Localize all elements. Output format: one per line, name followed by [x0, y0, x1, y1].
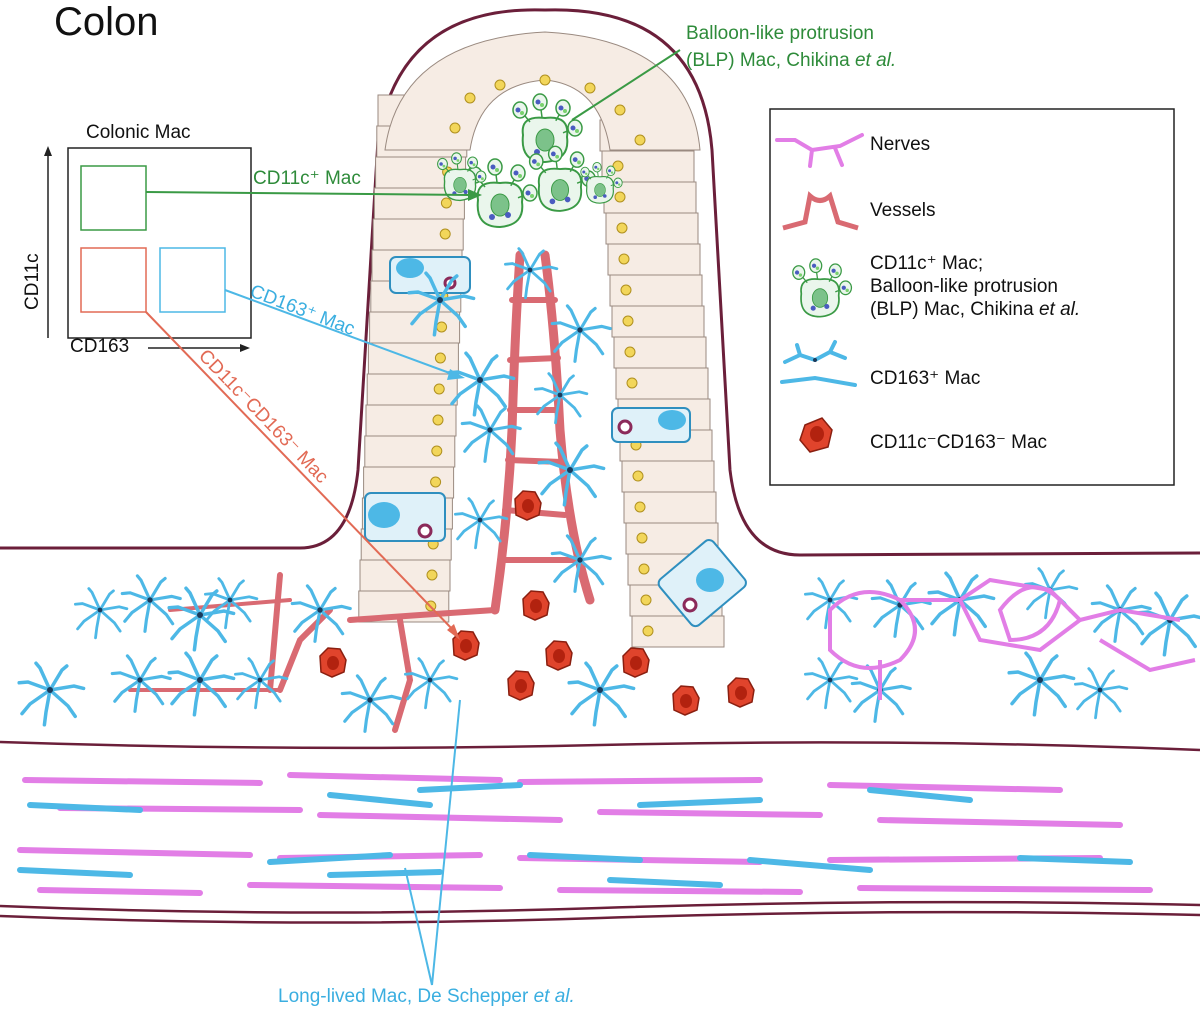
blp-callout-line1: Balloon-like protrusion: [686, 23, 874, 44]
long-lived-mac-label: Long-lived Mac, De Schepper et al.: [278, 986, 575, 1007]
legend-label-cd11c: CD11c⁺ Mac; Balloon-like protrusion (BLP…: [870, 253, 1081, 320]
cd11c-mac-label: CD11c⁺ Mac: [253, 168, 361, 189]
legend-cd163-swatch: [780, 340, 857, 387]
gating-plot-title: Colonic Mac: [86, 122, 191, 143]
serosa-boundary-1: [0, 900, 1200, 914]
submucosa-nerves: [828, 577, 1196, 700]
legend-vessel-swatch: [782, 191, 859, 231]
arrow-blp: [571, 49, 681, 121]
figure-title: Colon: [54, 0, 159, 44]
arrow-cd11c: [145, 191, 471, 196]
mucosa-outline: [0, 8, 1200, 557]
gating-y-axis: CD11c: [22, 253, 43, 310]
arrow-double-neg: [145, 311, 456, 633]
blp-callout: Balloon-like protrusion (BLP) Mac, Chiki…: [686, 20, 896, 74]
legend-label-cd163: CD163⁺ Mac: [870, 368, 981, 389]
epithelium-right: [599, 119, 725, 648]
gating-plot: [44, 146, 252, 352]
muscularis-long-lived-macs: [17, 782, 1133, 888]
goblet-cells: [364, 256, 747, 628]
arrow-cd163: [224, 289, 456, 376]
muscularis-nerves: [17, 772, 1153, 896]
cd163-gate: [159, 247, 226, 313]
cd163-mac-cells: [17, 247, 1200, 733]
legend-label-double-neg: CD11c⁻CD163⁻ Mac: [870, 432, 1048, 453]
arrow-cd11c-head: [468, 189, 482, 201]
legend-label-nerves: Nerves: [870, 134, 931, 155]
arrow-double-neg-head: [447, 624, 460, 640]
blp-callout-line2: (BLP) Mac, Chikina et al.: [686, 50, 897, 71]
legend-double-neg-swatch: [799, 417, 833, 453]
double-neg-gate: [80, 247, 147, 313]
arrow-long-lived-2: [404, 867, 433, 986]
legend-nerve-swatch: [775, 133, 864, 168]
legend-cd11c-swatch: [792, 258, 853, 318]
legend: [769, 108, 1175, 486]
gating-x-axis: CD163: [70, 336, 130, 357]
cd11c-gate: [80, 165, 147, 231]
cd11c-mac-cluster: [437, 93, 623, 229]
double-neg-mac-cells: [319, 490, 755, 716]
arrow-long-lived-1: [431, 699, 461, 986]
serosa-boundary-2: [0, 910, 1200, 924]
epithelium-top: [384, 31, 701, 151]
arrow-cd163-head: [447, 369, 465, 380]
callout-arrows: [145, 49, 681, 986]
muscularis-boundary-top: [0, 740, 1200, 752]
legend-label-vessels: Vessels: [870, 200, 936, 221]
